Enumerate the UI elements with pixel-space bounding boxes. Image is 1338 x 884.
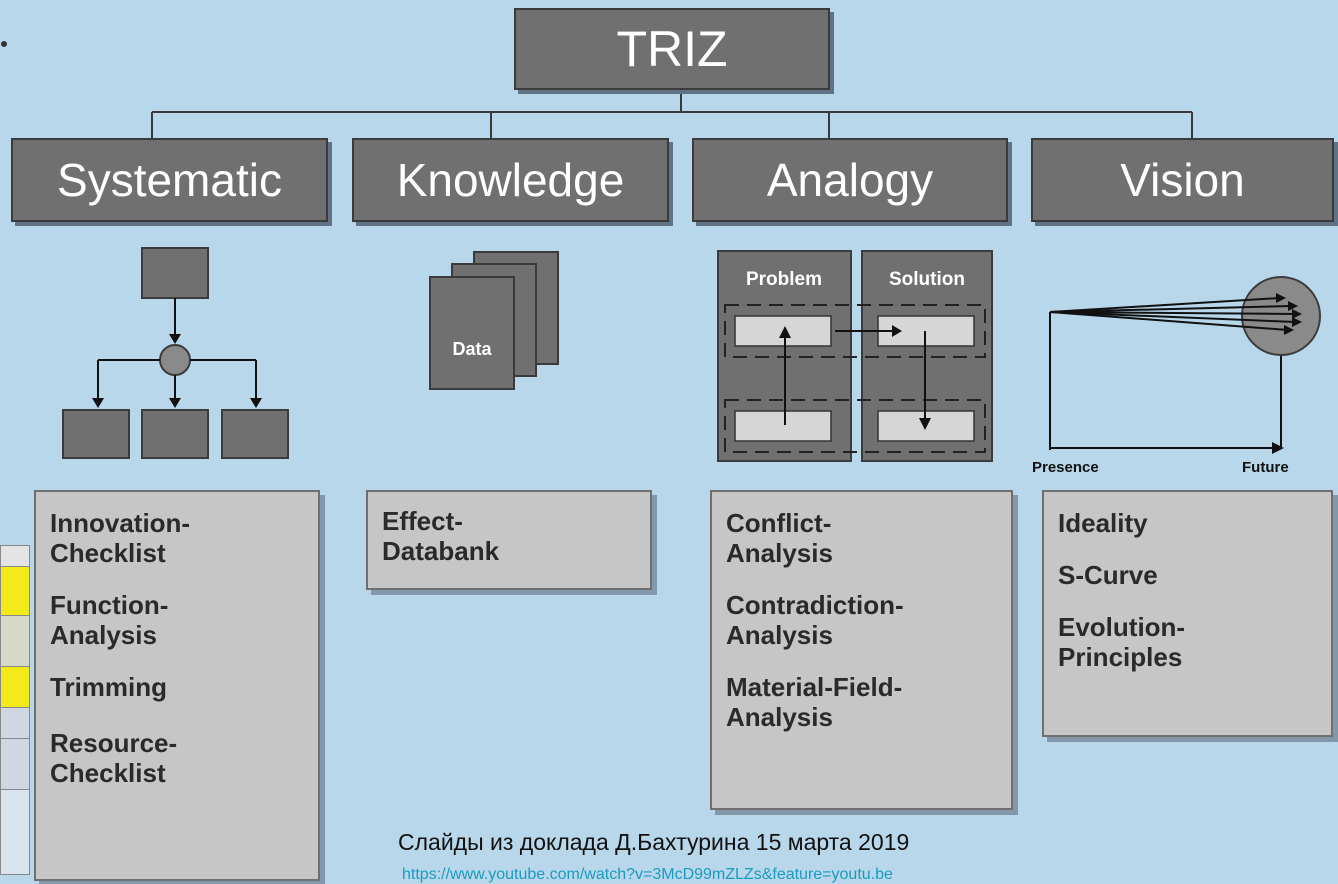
left-edge-thumbnail	[0, 545, 30, 875]
data-stack-icon: Data	[429, 251, 559, 390]
vision-box: Vision	[1031, 138, 1334, 222]
vision-methods-list: Ideality S-Curve Evolution- Principles	[1042, 490, 1333, 737]
list-item: Function- Analysis	[50, 590, 169, 650]
list-item: Effect- Databank	[382, 506, 500, 566]
list-item: Contradiction- Analysis	[726, 590, 904, 650]
analogy-box: Analogy	[692, 138, 1008, 222]
knowledge-label: Knowledge	[396, 154, 625, 206]
list-item: Material-Field- Analysis	[726, 672, 903, 732]
presence-label: Presence	[1032, 459, 1099, 476]
systematic-label: Systematic	[57, 154, 282, 206]
knowledge-methods-list: Effect- Databank	[366, 490, 652, 590]
decorative-dot	[1, 41, 7, 47]
tree-connectors	[151, 90, 1193, 138]
slide-caption: Слайды из доклада Д.Бахтурина 15 марта 2…	[398, 829, 910, 855]
flowchart-icon	[62, 247, 289, 459]
analogy-label: Analogy	[766, 154, 934, 206]
video-link[interactable]: https://www.youtube.com/watch?v=3McD99mZ…	[402, 866, 893, 883]
list-item: Conflict- Analysis	[726, 508, 833, 568]
vision-timeline-icon: Presence Future	[1032, 276, 1321, 476]
list-item: Innovation- Checklist	[50, 508, 191, 568]
systematic-box: Systematic	[11, 138, 328, 222]
list-item: Evolution- Principles	[1058, 612, 1186, 672]
list-item: Resource- Checklist	[50, 728, 178, 788]
list-item: Trimming	[50, 672, 168, 702]
analogy-methods-list: Conflict- Analysis Contradiction- Analys…	[710, 490, 1013, 810]
vision-label: Vision	[1120, 154, 1245, 206]
list-item: Ideality	[1058, 508, 1148, 538]
solution-label: Solution	[889, 269, 965, 290]
data-label: Data	[452, 339, 492, 359]
future-label: Future	[1242, 459, 1289, 476]
problem-label: Problem	[746, 269, 822, 290]
list-item: S-Curve	[1058, 560, 1158, 590]
systematic-methods-list: Innovation- Checklist Function- Analysis…	[34, 490, 320, 881]
triz-title: TRIZ	[616, 21, 728, 77]
knowledge-box: Knowledge	[352, 138, 669, 222]
problem-solution-icon: Problem Solution	[717, 250, 993, 462]
triz-title-box: TRIZ	[514, 8, 830, 90]
